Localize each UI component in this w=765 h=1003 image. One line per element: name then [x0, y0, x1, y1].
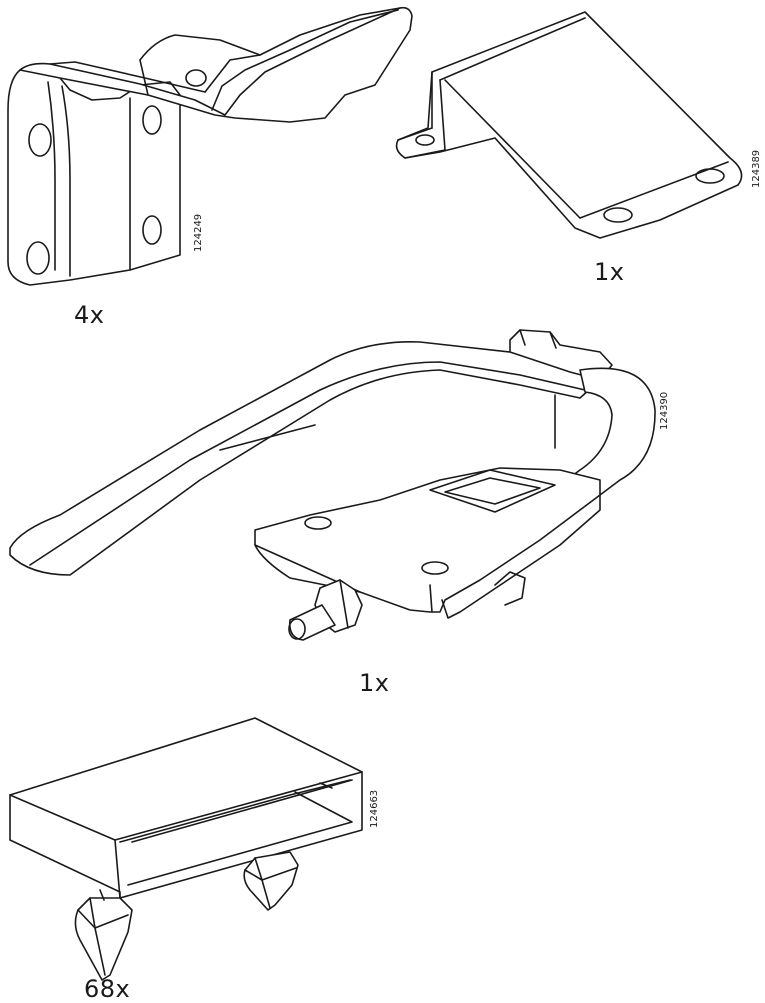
sleeve-clip-quantity: 68x [84, 975, 131, 1003]
angled-plate-quantity: 1x [594, 258, 625, 286]
sleeve-clip-part-code: 124663 [369, 789, 380, 828]
spring-clip-quantity: 1x [359, 669, 390, 697]
bracket-quantity: 4x [74, 301, 105, 329]
